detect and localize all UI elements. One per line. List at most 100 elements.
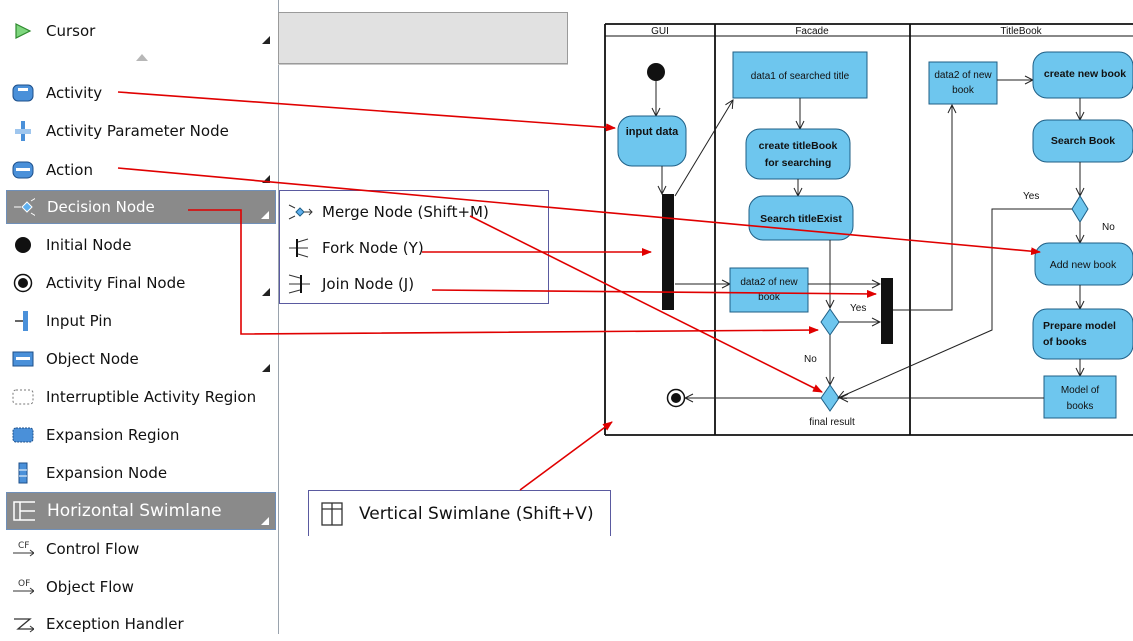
join-node-icon [288,273,314,295]
submenu-item-label: Join Node (J) [322,275,415,293]
submenu-item-fork-node[interactable]: Fork Node (Y) [288,233,424,263]
submenu-item-join-node[interactable]: Join Node (J) [288,269,414,299]
interruptible-region-icon [12,386,34,408]
activity-final-core [671,393,681,403]
lane-header-gui: GUI [651,26,669,37]
annotation-arrow-merge-node [469,215,823,393]
annotation-arrow-decision-node [188,209,819,335]
lane-header-titlebook: TitleBook [1000,26,1042,37]
palette-item-expansion-node[interactable]: Expansion Node [6,456,276,490]
palette-item-cursor[interactable]: Cursor [6,14,276,48]
object-node-icon [12,348,34,370]
guard-label: No [804,354,817,365]
action-label: Search titleExist [760,213,842,225]
palette-item-interruptible-activity-region[interactable]: Interruptible Activity Region [6,380,276,414]
initial-node-icon [12,234,34,256]
submenu-corner-icon[interactable] [261,211,269,219]
action-label: Search Book [1051,135,1115,147]
control-flow-icon-text: CF [18,541,29,551]
guard-label: Yes [1023,191,1039,202]
object-label: data2 of new [934,70,992,81]
guard-label: No [1102,222,1115,233]
palette-item-object-flow[interactable]: OF Object Flow [6,570,276,604]
object-model-of-books [1043,375,1117,419]
decision-node-facade [820,308,840,336]
palette-item-exception-handler[interactable]: Exception Handler [6,607,276,641]
palette-item-object-node[interactable]: Object Node [6,342,276,376]
activity-icon [12,82,34,104]
submenu-corner-icon[interactable] [262,288,270,296]
annotation-arrow-action [117,167,1041,256]
action-prepare-model [1032,308,1133,360]
object-data2-titlebook [928,61,998,105]
decision-node-submenu: Merge Node (Shift+M) Fork Node (Y) Join … [279,190,549,304]
palette-item-label: Initial Node [46,236,132,254]
initial-node [647,63,665,81]
merge-label: final result [809,417,855,428]
palette-item-decision-node[interactable]: Decision Node [6,190,276,224]
palette-item-label: Control Flow [46,540,140,558]
palette-item-initial-node[interactable]: Initial Node [6,228,276,262]
palette-item-activity-parameter-node[interactable]: Activity Parameter Node [6,114,276,148]
palette-item-label: Activity [46,84,103,102]
flow-edge [838,208,1072,398]
object-flow-icon-text: OF [18,579,30,589]
action-label: create titleBook [759,140,838,152]
palette-item-horizontal-swimlane[interactable]: Horizontal Swimlane [6,492,276,530]
submenu-corner-icon[interactable] [261,517,269,525]
flow-edge [893,105,952,311]
control-flow-icon: CF [12,538,34,560]
action-create-new-book [1032,51,1133,99]
toolbar-area [278,12,568,64]
submenu-item-merge-node[interactable]: Merge Node (Shift+M) [288,197,489,227]
object-label: book [758,292,781,303]
fork-node-icon [288,237,314,259]
expansion-node-icon [12,462,34,484]
object-data2-facade [729,267,809,313]
cursor-arrow-icon [12,20,34,42]
action-label: Add new book [1050,259,1117,271]
horizontal-swimlane-icon [13,500,35,522]
palette-item-label: Object Flow [46,578,134,596]
action-label: input data [626,126,679,138]
action-label: for searching [765,157,832,169]
palette-scroll-up-icon[interactable] [136,54,148,61]
submenu-item-label: Merge Node (Shift+M) [322,203,489,221]
palette-item-activity-final-node[interactable]: Activity Final Node [6,266,276,300]
object-data1 [732,51,868,99]
annotation-arrow-join-node [431,289,877,298]
activity-final-node-icon [12,272,34,294]
submenu-corner-icon[interactable] [262,364,270,372]
palette-item-label: Interruptible Activity Region [46,388,257,406]
palette-item-label: Input Pin [46,312,112,330]
vertical-swimlane-submenu-item[interactable]: Vertical Swimlane (Shift+V) [308,490,611,536]
palette-item-label: Expansion Node [46,464,168,482]
palette-item-control-flow[interactable]: CF Control Flow [6,532,276,566]
annotation-arrow-activity [117,91,616,132]
palette-item-input-pin[interactable]: Input Pin [6,304,276,338]
guard-label: Yes [850,303,866,314]
palette-item-expansion-region[interactable]: Expansion Region [6,418,276,452]
annotation-arrow-vertical-swimlane [519,421,613,491]
flow-edge [674,100,733,197]
palette-item-label: Exception Handler [46,615,184,633]
palette-item-label: Object Node [46,350,139,368]
palette-item-label: Decision Node [47,198,155,216]
merge-node-icon [288,201,314,223]
diagram-palette: Cursor Activity Activity Parameter Node … [0,0,279,634]
divider [278,64,568,65]
submenu-corner-icon[interactable] [262,175,270,183]
action-input-data [617,115,687,167]
action-search-titleexist [748,195,854,241]
action-create-titlebook [745,128,851,180]
palette-item-activity[interactable]: Activity [6,76,276,110]
exception-handler-icon [12,613,34,635]
object-label: Model of [1061,385,1100,396]
submenu-corner-icon[interactable] [262,36,270,44]
activity-parameter-node-icon [12,120,34,142]
fork-bar [662,194,674,310]
action-label: of books [1043,336,1087,348]
submenu-item-label: Fork Node (Y) [322,239,424,257]
palette-item-action[interactable]: Action [6,153,276,187]
